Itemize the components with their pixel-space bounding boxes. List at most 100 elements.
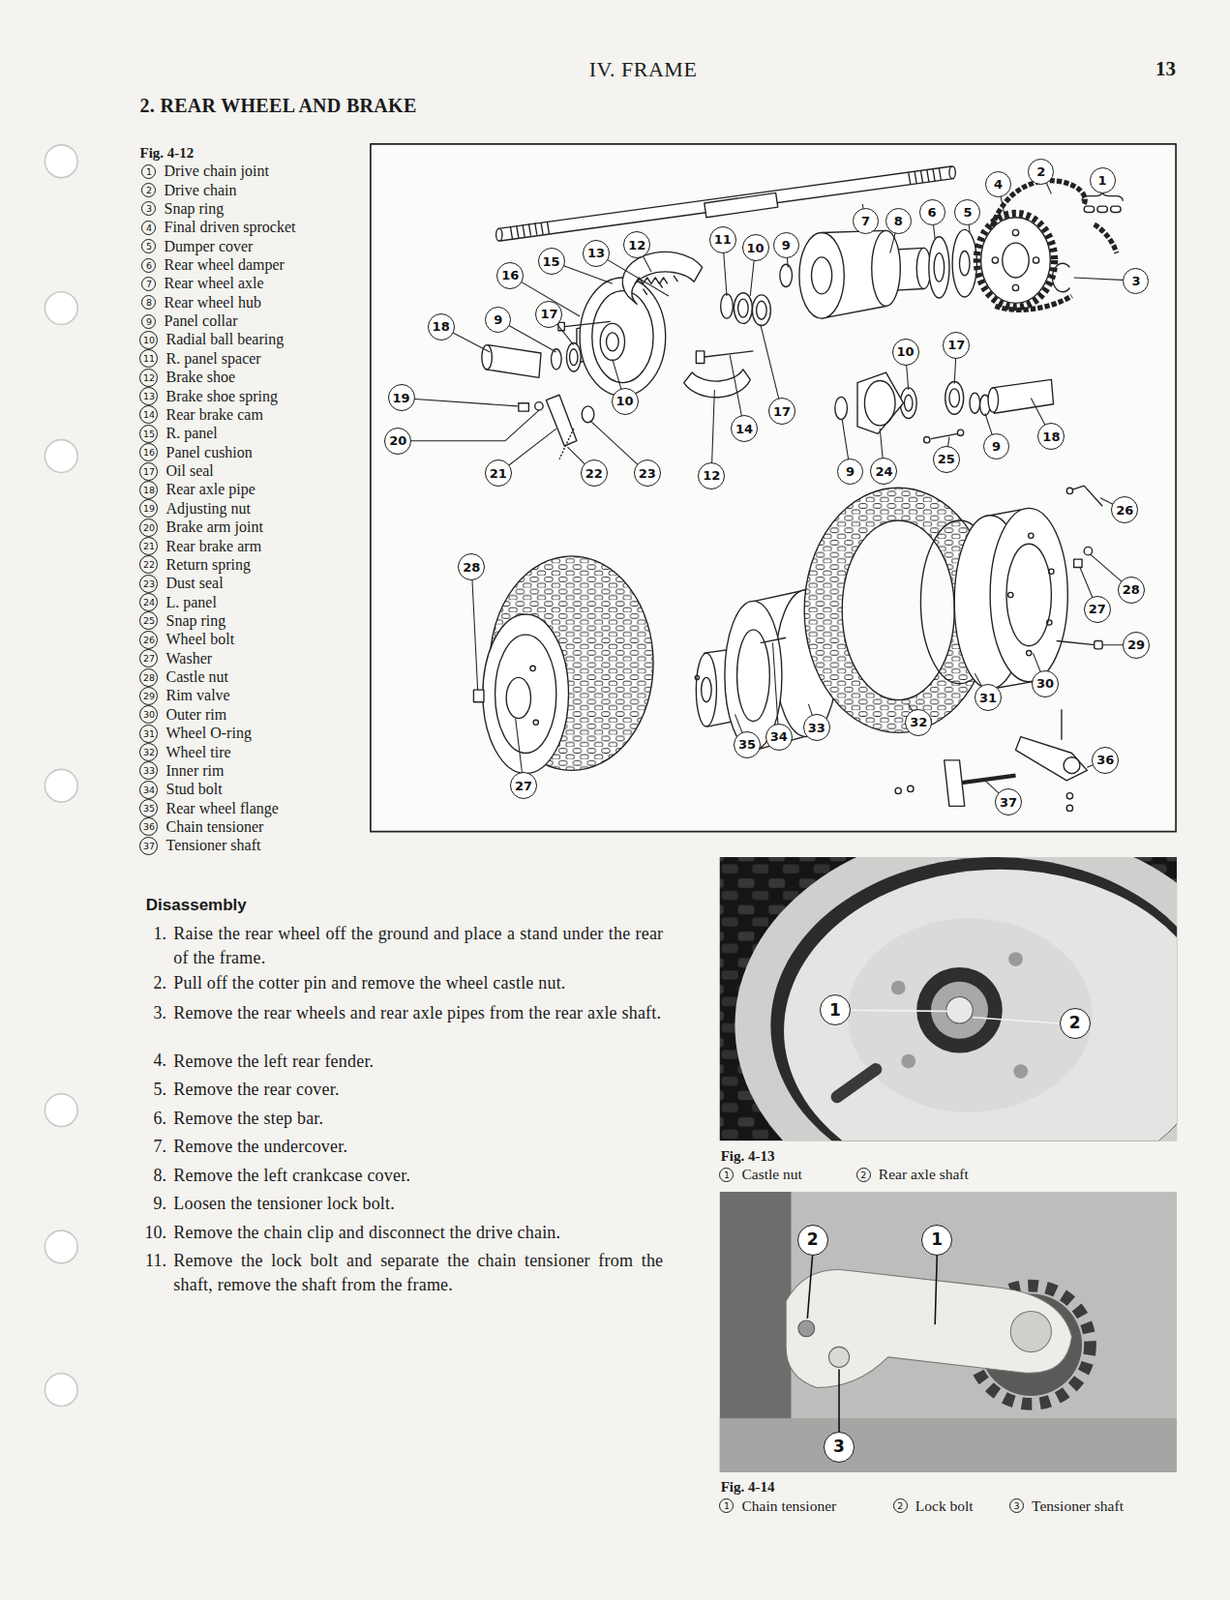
- step-text: Remove the rear wheels and rear axle pip…: [173, 1001, 663, 1026]
- callout-number: 24: [139, 593, 158, 612]
- callout-number: 36: [139, 817, 158, 837]
- parts-list-item: 19Adjusting nut: [139, 499, 251, 518]
- callout-number: 10: [139, 330, 158, 350]
- part-name: Castle nut: [165, 668, 228, 687]
- section-heading: Disassembly: [146, 896, 247, 916]
- callout-circle: 9: [837, 458, 864, 485]
- step-number: 3.: [152, 1003, 167, 1024]
- callout-number: 30: [1036, 677, 1054, 690]
- part-name: Drive chain: [163, 181, 237, 200]
- parts-list-item: 13Brake shoe spring: [139, 387, 278, 406]
- exploded-view-part: [485, 345, 541, 379]
- photo-chain-tensioner-part: [807, 1255, 937, 1434]
- part-name: R. panel: [165, 424, 217, 443]
- callout-number: 12: [139, 368, 158, 388]
- callout-circle: 16: [496, 262, 524, 290]
- exploded-view-part: [952, 229, 977, 298]
- exploded-view-part: [496, 228, 503, 241]
- exploded-view-part: [780, 264, 793, 287]
- exploded-view-part: [482, 614, 570, 775]
- callout-number: 21: [489, 467, 508, 480]
- callout-number: 17: [947, 338, 965, 352]
- callout-number: 29: [1127, 638, 1145, 652]
- exploded-view-part: [495, 634, 557, 753]
- parts-list-item: 4Final driven sprocket: [141, 218, 296, 237]
- callout-number: 2: [1069, 1015, 1081, 1032]
- step-number: 10.: [144, 1223, 167, 1244]
- callout-number: 2: [893, 1499, 908, 1514]
- part-name: Brake arm joint: [165, 518, 263, 537]
- exploded-view-part: [566, 342, 581, 372]
- callout-number: 11: [714, 233, 732, 246]
- callout-number: 12: [628, 239, 646, 252]
- callout-number: 1: [141, 164, 156, 180]
- part-name: Wheel O-ring: [165, 724, 251, 743]
- callout-circle: 34: [765, 723, 793, 751]
- punch-holes-part: [44, 1374, 78, 1408]
- punch-holes-part: [44, 440, 78, 474]
- exploded-view-part: [695, 351, 704, 364]
- callout-number: 1: [930, 1231, 943, 1249]
- callout-number: 3: [833, 1439, 845, 1456]
- part-name: Brake shoe: [165, 368, 236, 387]
- photo-castle-nut-part: [1008, 952, 1023, 967]
- exploded-view-part: [760, 637, 786, 643]
- exploded-view-part: [959, 251, 970, 276]
- photo-castle-nut-part: [891, 981, 906, 996]
- callout-number: 15: [542, 255, 561, 269]
- callout-number: 17: [540, 307, 558, 321]
- callout-number: 1: [829, 1002, 841, 1020]
- callout-circle: 15: [538, 247, 566, 275]
- photo-chain-tensioner: [720, 1192, 1178, 1473]
- exploded-view-part: [811, 257, 833, 295]
- callout-number: 23: [139, 574, 158, 594]
- callout-circle: 1: [921, 1225, 953, 1257]
- exploded-view-part: [1012, 284, 1019, 291]
- page-number: 13: [1155, 57, 1176, 82]
- callout-circle: 12: [697, 462, 725, 490]
- parts-list-item: 18Rear axle pipe: [139, 480, 255, 500]
- callout-circle: 18: [427, 313, 455, 341]
- exploded-view-part: [581, 406, 595, 423]
- part-name: Final driven sprocket: [163, 218, 296, 237]
- exploded-view-part: [579, 277, 666, 396]
- page-header: IV. FRAME: [589, 57, 698, 83]
- part-name: Castle nut: [741, 1166, 802, 1184]
- exploded-view-part: [1072, 485, 1104, 507]
- part-name: Panel cushion: [165, 444, 252, 462]
- part-name: Rear axle pipe: [165, 480, 255, 499]
- photo-chain-tensioner-part: [785, 1270, 1072, 1389]
- part-name: Rear wheel hub: [163, 294, 261, 312]
- callout-number: 12: [702, 469, 720, 482]
- callout-number: 3: [1131, 274, 1140, 288]
- callout-number: 35: [738, 738, 756, 751]
- step-number: 5.: [152, 1080, 167, 1101]
- callout-number: 6: [141, 258, 156, 273]
- exploded-view-part: [908, 168, 942, 185]
- exploded-view-part: [1110, 206, 1122, 212]
- exploded-view-part: [944, 760, 965, 807]
- photo-castle-nut-part: [916, 967, 1003, 1054]
- parts-list-item: 5Dumper cover: [141, 238, 253, 256]
- exploded-view-part: [1049, 569, 1054, 574]
- parts-list-item: 10Radial ball bearing: [139, 330, 284, 350]
- parts-list-item: 17Oil seal: [139, 462, 213, 481]
- exploded-view-part: [1063, 757, 1080, 775]
- part-name: Dumper cover: [163, 238, 253, 256]
- callout-number: 21: [139, 537, 158, 556]
- callout-number: 13: [587, 246, 605, 260]
- step-number: 11.: [145, 1251, 167, 1272]
- exploded-view-part: [1008, 592, 1014, 598]
- callout-number: 20: [389, 434, 407, 448]
- exploded-view-part: [1051, 263, 1070, 293]
- step-number: 1.: [152, 924, 167, 945]
- parts-list-item: 26Wheel bolt: [139, 630, 235, 650]
- exploded-view-part-part: [397, 410, 540, 442]
- punch-holes: [44, 145, 78, 1408]
- part-name: Wheel bolt: [165, 630, 235, 649]
- step-text: Remove the undercover.: [173, 1135, 663, 1160]
- part-name: Lock bolt: [915, 1498, 974, 1516]
- part-name: Tensioner shaft: [165, 837, 261, 855]
- part-name: Oil seal: [165, 462, 213, 480]
- parts-list-item: 3Tensioner shaft: [1009, 1498, 1124, 1516]
